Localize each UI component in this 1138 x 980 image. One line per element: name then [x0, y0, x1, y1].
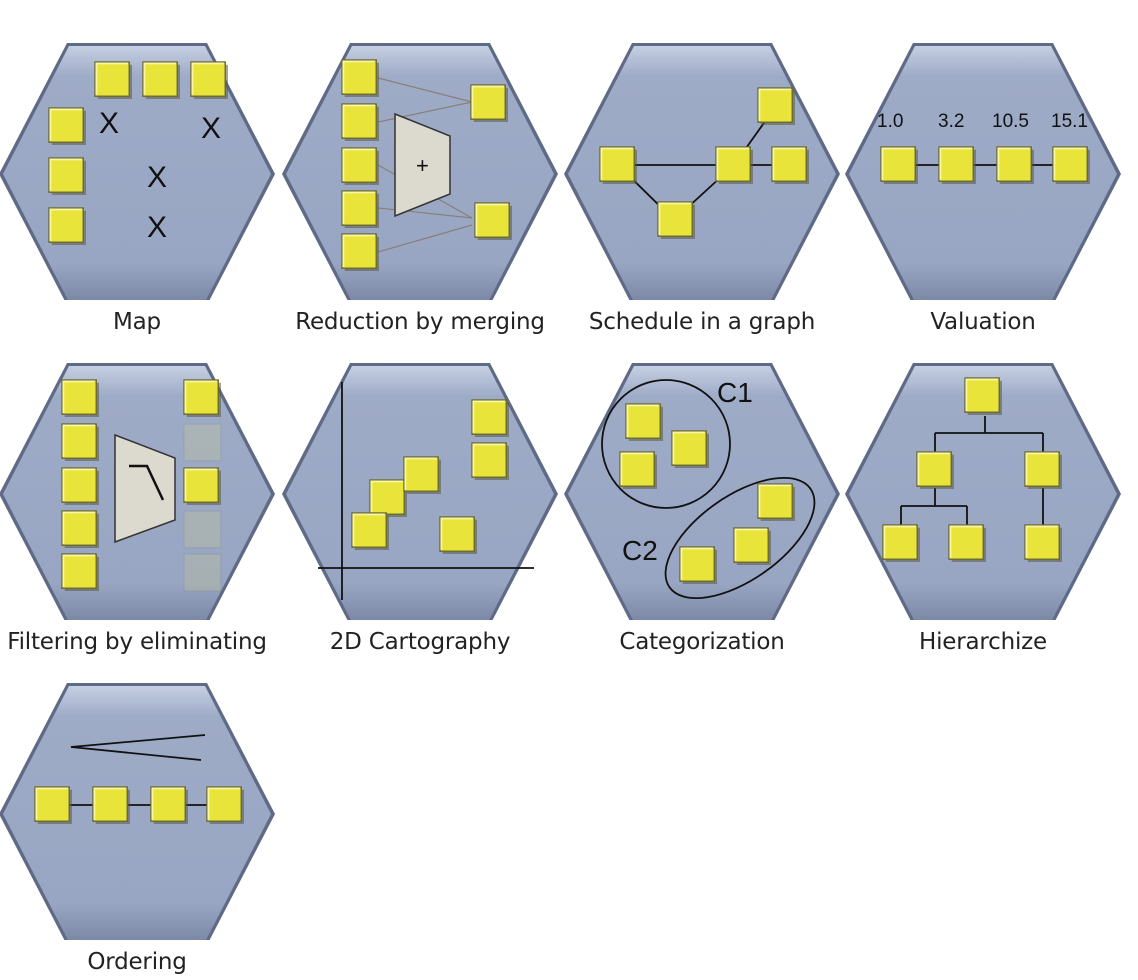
value-label-4: 15.1: [1051, 111, 1088, 132]
map-marker-3: X: [147, 161, 167, 194]
hierarchize-hexagon-icon: [845, 363, 1121, 620]
less-than-icon: [70, 734, 206, 761]
map-hexagon-icon: X X X X: [0, 43, 275, 300]
cartography-hexagon-icon: [282, 363, 558, 620]
reduction-hexagon-icon: +: [282, 43, 558, 300]
map-marker-2: X: [201, 112, 221, 145]
value-label-2: 3.2: [938, 111, 964, 132]
valuation-hexagon-icon: 1.0 3.2 10.5 15.1: [845, 43, 1121, 300]
ordering-hexagon-icon: [0, 683, 275, 940]
filtering-hexagon-icon: [0, 363, 275, 620]
ordering-caption: Ordering: [87, 949, 187, 975]
value-label-3: 10.5: [992, 111, 1029, 132]
filter-trapezoid-icon: [114, 433, 176, 544]
category-2-ellipse: [664, 476, 816, 600]
schedule-caption: Schedule in a graph: [588, 309, 816, 335]
category-label-c2: C2: [622, 535, 658, 566]
valuation-caption: Valuation: [930, 309, 1036, 335]
filtering-caption: Filtering by eliminating: [7, 629, 267, 655]
merge-filter-icon: [394, 112, 451, 218]
map-marker-1: X: [99, 107, 119, 140]
schedule-hexagon-icon: [564, 43, 840, 300]
merge-operator: +: [416, 153, 429, 178]
cartography-caption: 2D Cartography: [329, 629, 511, 655]
categorization-hexagon-icon: C1 C2: [564, 363, 840, 620]
categorization-caption: Categorization: [619, 629, 785, 655]
map-marker-4: X: [147, 211, 167, 244]
hierarchize-caption: Hierarchize: [919, 629, 1047, 655]
value-label-1: 1.0: [877, 111, 903, 132]
map-caption: Map: [113, 309, 161, 335]
reduction-caption: Reduction by merging: [295, 309, 545, 335]
category-1-circle: [601, 379, 731, 509]
category-label-c1: C1: [717, 377, 753, 408]
